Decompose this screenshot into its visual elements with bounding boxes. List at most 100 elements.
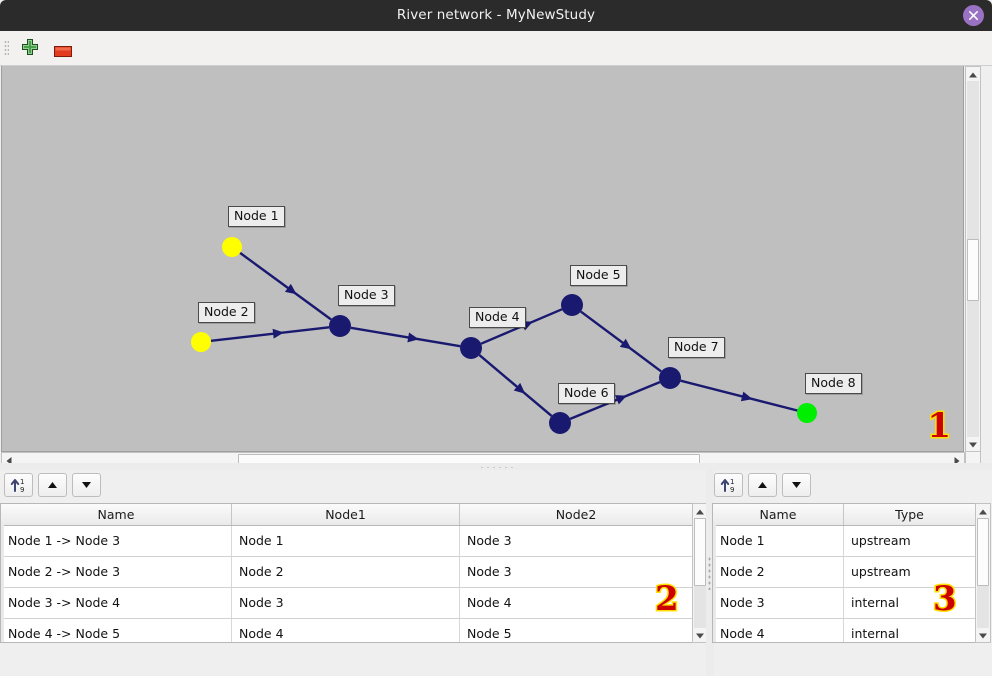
reaches-cell-name[interactable]: Node 4 -> Node 5 [1,619,232,642]
svg-text:1: 1 [730,478,734,486]
vertical-splitter[interactable] [706,470,714,676]
nodes-scroll-thumb[interactable] [977,518,989,586]
reaches-move-down-button[interactable] [72,473,101,497]
nodes-table-header: Name Type [713,504,975,526]
node-label-node-4[interactable]: Node 4 [469,307,526,328]
reaches-cell-node1[interactable]: Node 2 [232,557,460,587]
reaches-sort-button[interactable]: 1 9 [4,473,33,497]
reaches-cell-node1[interactable]: Node 1 [232,526,460,556]
network-diagram-panel: Node 1 Node 2 Node 3 Node 4 Node 5 Node 6 Node… [0,66,992,468]
edge-Node6-to-Node7[interactable] [569,381,661,420]
row-selector-gutter [713,525,716,642]
edge-Node2-to-Node3[interactable] [210,326,330,343]
reaches-column-header-node2[interactable]: Node2 [555,507,597,522]
nodes-cell-type[interactable]: upstream [851,564,911,579]
edge-arrow-icon [619,338,632,350]
nodes-column-header-name[interactable]: Name [713,504,844,525]
edge-arrow-icon [272,328,284,339]
nodes-cell-name[interactable]: Node 2 [713,557,844,587]
minus-red-icon[interactable] [54,42,72,57]
nodes-cell-name[interactable]: Node 4 [713,619,844,642]
nodes-cell-name[interactable]: Node 3 [713,588,844,618]
node-label-node-1[interactable]: Node 1 [228,206,285,227]
diagram-vertical-scrollbar[interactable] [965,66,981,452]
graph-node-node-5[interactable] [561,294,583,316]
scroll-up-icon[interactable] [966,67,980,81]
node-label-node-3[interactable]: Node 3 [338,285,395,306]
node-label-node-2[interactable]: Node 2 [198,302,255,323]
diagram-scroll-thumb[interactable] [967,239,979,301]
edge-Node7-to-Node8[interactable] [680,379,798,412]
nodes-cell-type[interactable]: upstream [851,533,911,548]
table-row[interactable]: Node 4 internal [713,619,975,642]
graph-node-node-2[interactable] [191,332,211,352]
edge-Node5-to-Node7[interactable] [580,310,662,373]
node-label-node-6[interactable]: Node 6 [558,383,615,404]
scroll-up-icon[interactable] [693,504,707,518]
reaches-column-header-name[interactable]: Name [1,504,232,525]
close-icon[interactable] [963,5,984,26]
nodes-table-scrollbar[interactable] [975,503,991,643]
reaches-cell-node2[interactable]: Node 3 [467,533,512,548]
edge-arrow-icon [614,395,627,405]
reaches-cell-node2[interactable]: Node 4 [467,595,512,610]
graph-node-node-4[interactable] [460,337,482,359]
nodes-move-up-button[interactable] [748,473,777,497]
nodes-cell-name[interactable]: Node 1 [713,526,844,556]
reaches-move-up-button[interactable] [38,473,67,497]
scroll-down-icon[interactable] [976,628,990,642]
splitter-grip-icon [479,466,513,469]
edge-arrow-icon [513,382,526,394]
node-label-node-8[interactable]: Node 8 [805,373,862,394]
reaches-cell-name[interactable]: Node 2 -> Node 3 [1,557,232,587]
graph-node-node-7[interactable] [659,367,681,389]
reaches-cell-node1[interactable]: Node 4 [232,619,460,642]
scroll-up-icon[interactable] [976,504,990,518]
table-row[interactable]: Node 1 upstream [713,526,975,557]
nodes-sort-button[interactable]: 1 9 [714,473,743,497]
graph-node-node-6[interactable] [549,412,571,434]
reaches-cell-node2[interactable]: Node 3 [467,564,512,579]
edge-Node1-to-Node3[interactable] [239,251,332,321]
scroll-down-icon[interactable] [966,437,980,451]
title-bar: River network - MyNewStudy [0,0,992,31]
table-row[interactable]: Node 3 internal [713,588,975,619]
toolbar-grip[interactable] [4,40,9,56]
node-label-node-7[interactable]: Node 7 [668,337,725,358]
node-label-node-5[interactable]: Node 5 [570,265,627,286]
svg-text:9: 9 [20,486,24,494]
nodes-column-header-type[interactable]: Type [895,507,924,522]
graph-node-node-1[interactable] [222,237,242,257]
plus-green-icon[interactable] [21,38,39,56]
reaches-scroll-thumb[interactable] [694,518,706,586]
graph-node-node-8[interactable] [797,403,817,423]
edge-Node4-to-Node6[interactable] [478,354,553,417]
edge-Node3-to-Node4[interactable] [350,326,461,348]
table-row[interactable]: Node 2 upstream [713,557,975,588]
nodes-cell-type[interactable]: internal [851,626,899,641]
reaches-column-header-node1[interactable]: Node1 [232,504,460,525]
nodes-cell-type[interactable]: internal [851,595,899,610]
graph-node-node-3[interactable] [329,315,351,337]
reaches-cell-node1[interactable]: Node 3 [232,588,460,618]
nodes-move-down-button[interactable] [782,473,811,497]
horizontal-splitter[interactable] [0,463,992,472]
scroll-down-icon[interactable] [693,628,707,642]
reaches-cell-name[interactable]: Node 1 -> Node 3 [1,526,232,556]
nodes-marker-3: 3 [932,579,959,619]
reaches-cell-node2[interactable]: Node 5 [467,626,512,641]
window-title: River network - MyNewStudy [396,7,596,23]
reaches-cell-name[interactable]: Node 3 -> Node 4 [1,588,232,618]
network-canvas[interactable]: Node 1 Node 2 Node 3 Node 4 Node 5 Node 6 Node… [1,66,964,452]
edge-arrow-icon [284,283,297,295]
